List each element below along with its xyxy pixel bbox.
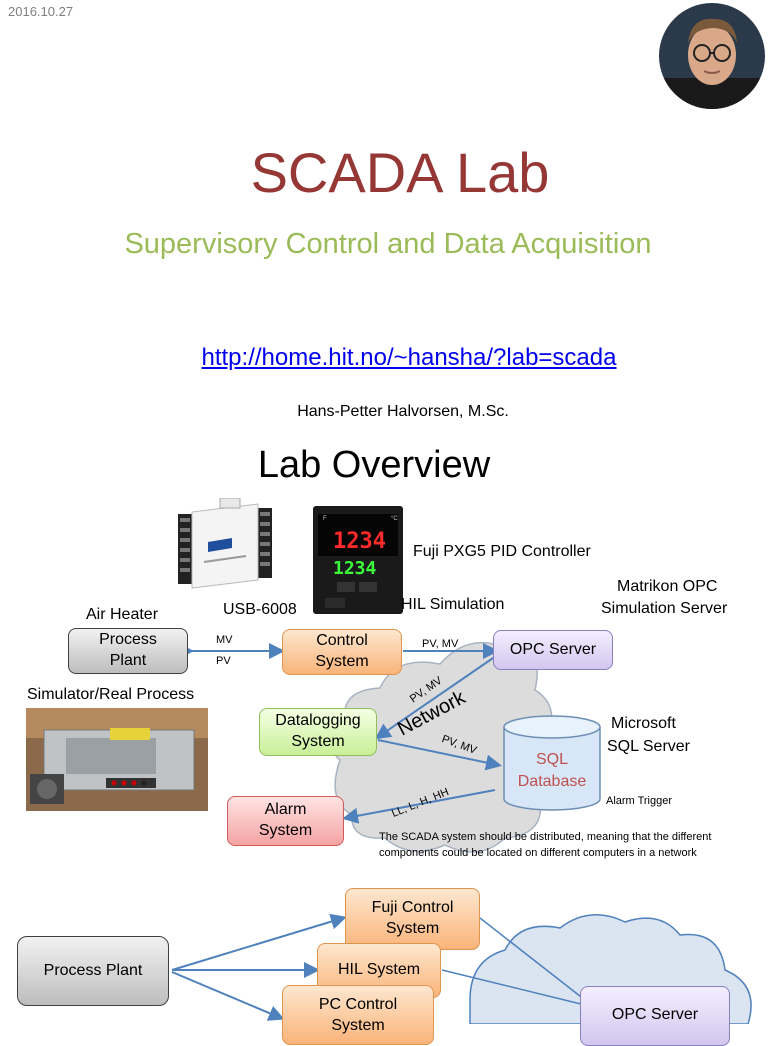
sql-label: SQL (535, 751, 568, 768)
hil-simulation-label: HIL Simulation (401, 596, 505, 613)
pv-mv-label-top: PV, MV (422, 638, 459, 650)
matrikon-label-line1: Matrikon OPC (617, 578, 718, 595)
air-heater-label: Air Heater (86, 606, 159, 623)
slide3-process-plant-box[interactable]: Process Plant (17, 936, 169, 1006)
microsoft-label-line1: Microsoft (611, 715, 676, 732)
slide-date: 2016.10.27 (8, 4, 74, 19)
pv-display: 1234 (333, 529, 386, 554)
usb-6008-device-image (170, 497, 280, 603)
distribution-note: The SCADA system should be distributed, … (379, 831, 712, 859)
opc-server-box[interactable]: OPC Server (493, 630, 613, 670)
usb-6008-label: USB-6008 (223, 601, 297, 618)
microsoft-label-line2: SQL Server (607, 738, 690, 755)
slide3-opc-server-box[interactable]: OPC Server (580, 986, 730, 1046)
slide-title: SCADA Lab (250, 141, 550, 204)
simulator-label: Simulator/Real Process (27, 686, 195, 703)
diagram-connectors (171, 641, 752, 1024)
sql-database-cylinder[interactable]: SQL Database (503, 715, 601, 811)
air-heater-photo (26, 708, 208, 816)
alarm-trigger-label: Alarm Trigger (606, 795, 673, 807)
svg-text:F: F (323, 516, 327, 522)
matrikon-label-line2: Simulation Server (601, 600, 728, 617)
sv-display: 1234 (333, 558, 377, 579)
fuji-controller-image: F °C 1234 1234 (313, 506, 403, 619)
author-name: Hans-Petter Halvorsen, M.Sc. (297, 403, 509, 420)
overview-title: Lab Overview (257, 444, 491, 486)
mv-label: MV (216, 634, 233, 646)
slide-subtitle: Supervisory Control and Data Acquisition (124, 228, 652, 260)
database-label: Database (517, 773, 587, 791)
lab-url-link[interactable]: http://home.hit.no/~hansha/?lab=scada (201, 344, 617, 371)
svg-text:°C: °C (391, 516, 398, 522)
fuji-controller-label: Fuji PXG5 PID Controller (413, 543, 591, 560)
pv-label: PV (216, 655, 231, 667)
